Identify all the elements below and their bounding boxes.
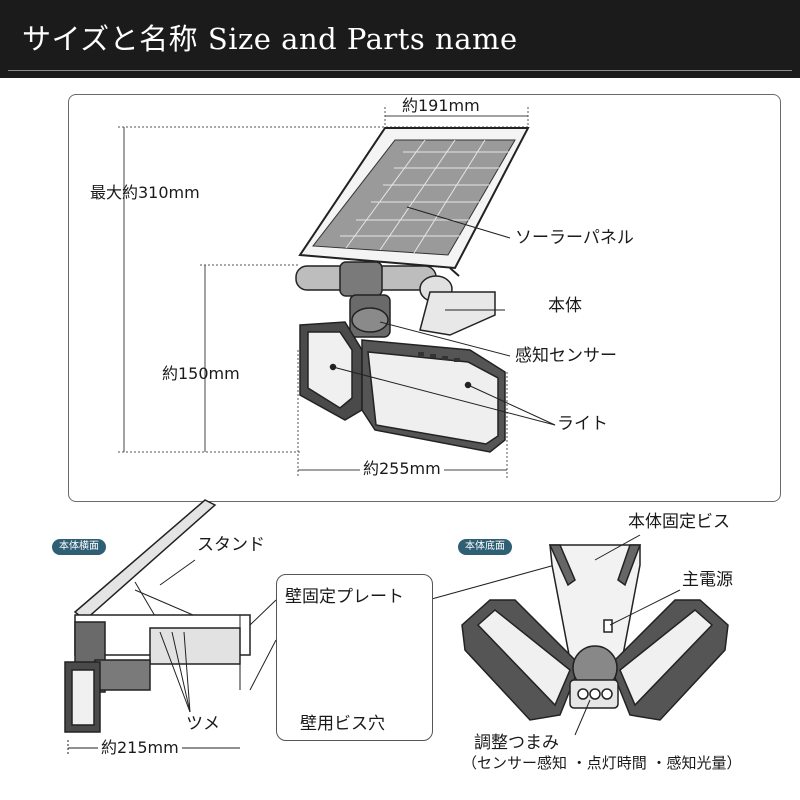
label-sensor: 感知センサー bbox=[515, 346, 617, 366]
dimension-max-height: 最大約310mm bbox=[90, 183, 200, 202]
leader-lines-main bbox=[332, 206, 556, 426]
badge-side-view: 本体横面 bbox=[52, 539, 106, 555]
solar-panel-drawing bbox=[298, 127, 530, 277]
leader-lines-bottom bbox=[574, 534, 681, 736]
label-knob-note: （センサー感知 ・点灯時間 ・感知光量） bbox=[462, 754, 742, 772]
dimension-depth: 約215mm bbox=[98, 740, 182, 756]
label-stand: スタンド bbox=[197, 535, 265, 555]
label-knob: 調整つまみ bbox=[474, 733, 559, 753]
label-body-screw: 本体固定ビス bbox=[628, 512, 730, 532]
dimension-body-height: 約150mm bbox=[162, 364, 240, 383]
label-body: 本体 bbox=[548, 296, 582, 316]
label-light: ライト bbox=[557, 414, 608, 434]
header-bar: サイズと名称 Size and Parts name bbox=[0, 0, 800, 78]
leader-lines-side bbox=[67, 559, 277, 755]
body-drawing bbox=[295, 261, 496, 338]
badge-bottom-view: 本体底面 bbox=[458, 539, 512, 555]
label-wall-screw-hole: 壁用ビス穴 bbox=[300, 714, 385, 734]
dimension-width-panel: 約191mm bbox=[402, 96, 480, 115]
label-tab: ツメ bbox=[186, 714, 220, 734]
header-rule bbox=[8, 70, 792, 71]
side-view-drawing bbox=[64, 499, 251, 733]
light-heads-drawing bbox=[299, 321, 506, 453]
wall-plate-inset bbox=[276, 574, 433, 741]
label-solar-panel: ソーラーパネル bbox=[515, 228, 634, 248]
label-main-power: 主電源 bbox=[682, 570, 733, 590]
page-title: サイズと名称 Size and Parts name bbox=[22, 22, 518, 56]
label-wall-plate: 壁固定プレート bbox=[285, 587, 404, 607]
bottom-view-drawing bbox=[461, 544, 729, 721]
dimension-width-body: 約255mm bbox=[360, 461, 444, 477]
